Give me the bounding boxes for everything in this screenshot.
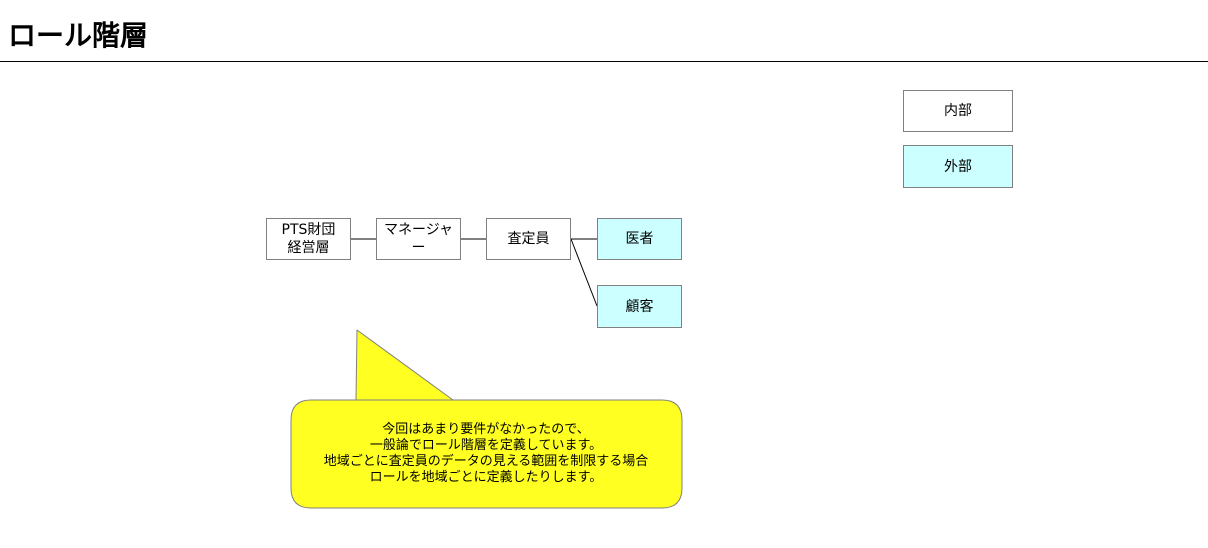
connector-assessor-customer <box>570 238 598 307</box>
role-customer: 顧客 <box>597 285 682 328</box>
title-divider <box>0 61 1208 62</box>
role-manager: マネージャー <box>376 218 461 260</box>
legend-external: 外部 <box>903 145 1013 188</box>
role-assessor: 査定員 <box>486 218 571 260</box>
legend-internal: 内部 <box>903 90 1013 132</box>
role-executives: PTS財団 経営層 <box>266 218 351 260</box>
note-callout-bubble <box>290 329 683 509</box>
page-title: ロール階層 <box>8 19 149 52</box>
note-text: 今回はあまり要件がなかったので、 一般論でロール階層を定義しています。 地域ごと… <box>323 422 649 485</box>
role-doctor: 医者 <box>597 218 682 260</box>
